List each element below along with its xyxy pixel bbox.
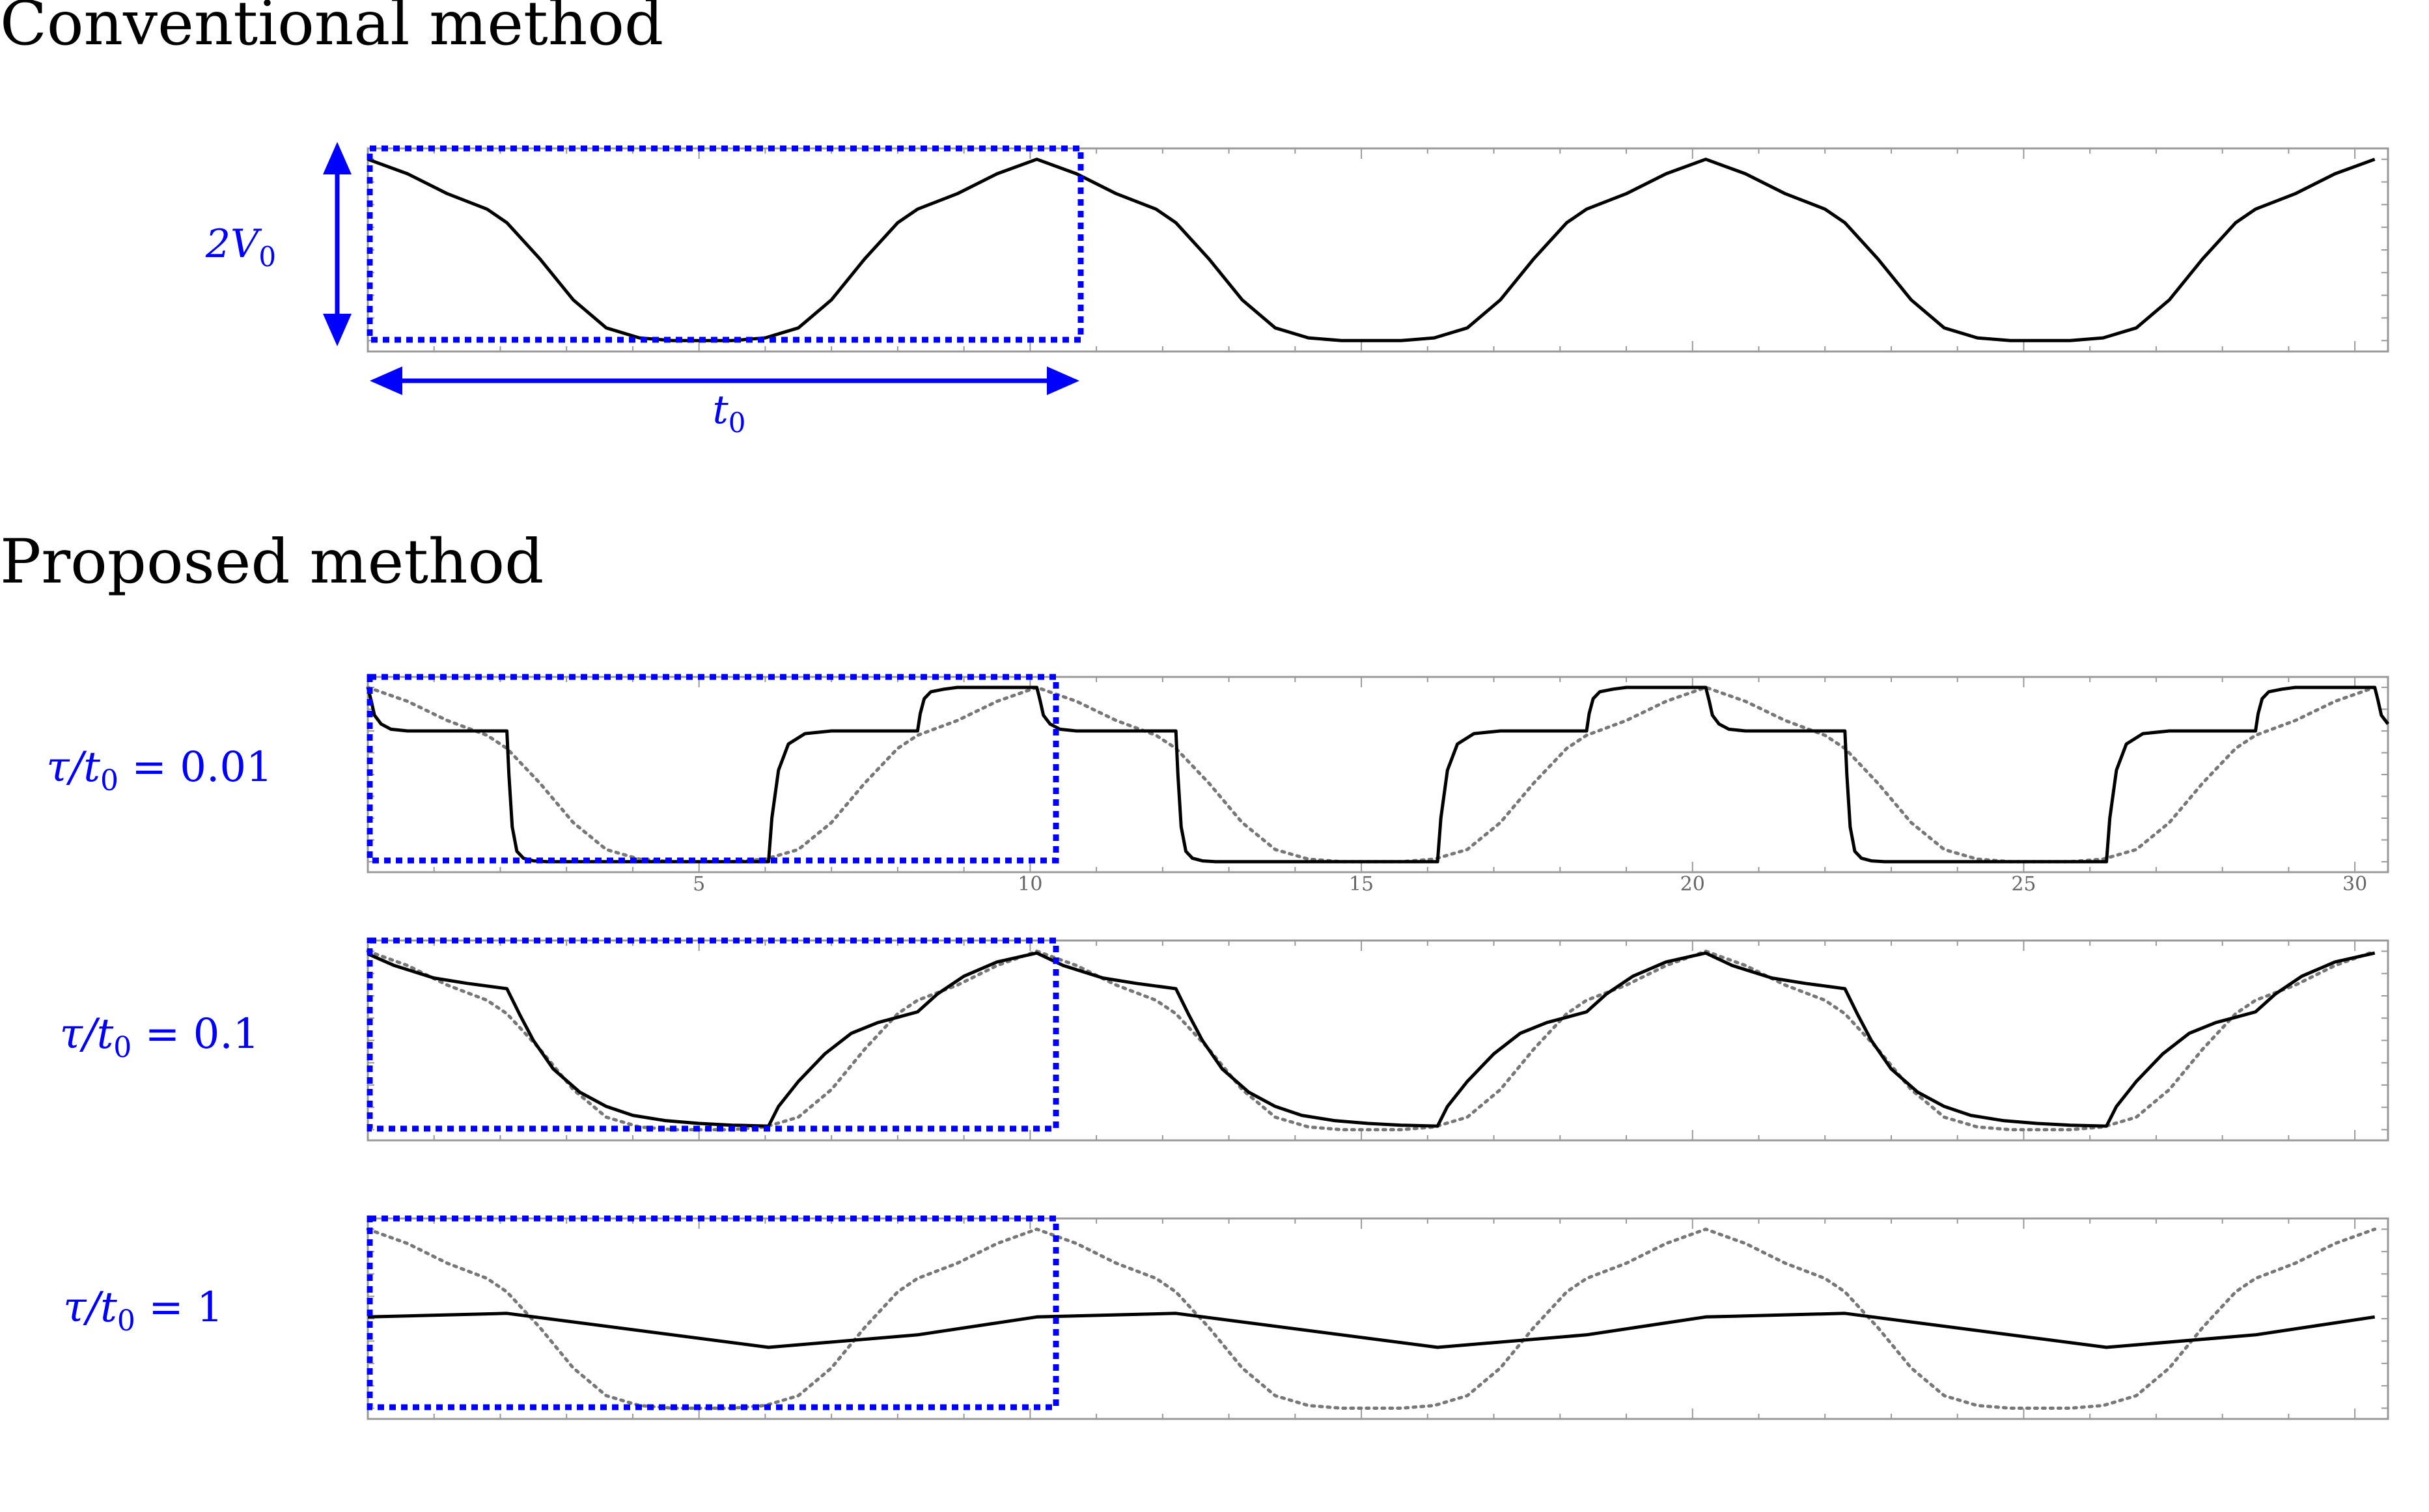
plot-frame [367, 147, 2389, 353]
drive-curve [367, 158, 2376, 342]
amplitude-arrow-head-bottom [323, 314, 352, 346]
period-highlight-box [367, 145, 1084, 343]
conventional-heading: Conventional method [0, 0, 663, 59]
amplitude-arrow-head-top [323, 142, 352, 174]
plot-frame [367, 1217, 2389, 1420]
period-highlight-box [367, 1215, 1059, 1410]
panel-label-tau-1: τ/t0 = 1 [63, 1284, 223, 1338]
period-arrow-head-right [1047, 366, 1079, 395]
panel-tau-0.01: 5 10 15 20 25 30 [366, 674, 2389, 896]
x-tick-label: 15 [1349, 873, 1374, 896]
panels: 5 10 15 20 25 30 [323, 142, 2389, 1420]
plot-frame [367, 676, 2389, 873]
period-label: t0 [713, 387, 746, 439]
x-tick-label: 20 [1680, 873, 1705, 896]
amplitude-annotation: 2V0 [205, 221, 276, 273]
x-tick-label: 10 [1018, 873, 1042, 896]
panel-conventional [367, 145, 2389, 353]
panel-labels: τ/t0 = 0.01 τ/t0 = 0.1 τ/t0 = 1 [46, 743, 273, 1338]
reference-curve [366, 685, 2377, 864]
axis-ticks [367, 941, 2388, 1140]
panel-tau-0.1 [366, 937, 2389, 1142]
panel-tau-1 [366, 1215, 2389, 1420]
x-tick-label: 5 [693, 873, 705, 896]
plot-frame [367, 939, 2389, 1142]
response-curve [366, 685, 2389, 864]
amplitude-label: 2V0 [205, 221, 276, 273]
response-curve [367, 1312, 2376, 1349]
annotation-arrows [323, 142, 1079, 395]
period-annotation: t0 [713, 387, 746, 439]
period-highlight-box [367, 674, 1059, 864]
x-tick-label: 30 [2342, 873, 2367, 896]
x-tick-label: 25 [2011, 873, 2036, 896]
reference-curve [366, 949, 2377, 1132]
response-curve [367, 951, 2376, 1128]
proposed-heading: Proposed method [0, 527, 544, 598]
period-arrow-head-left [370, 366, 402, 395]
axis-ticks [367, 148, 2388, 351]
axis-ticks [367, 1218, 2388, 1419]
panel-label-tau-0.1: τ/t0 = 0.1 [60, 1010, 260, 1064]
axis-ticks [367, 677, 2388, 872]
panel-label-tau-0.01: τ/t0 = 0.01 [46, 743, 273, 797]
period-highlight-box [367, 937, 1059, 1132]
reference-curve [366, 1227, 2377, 1410]
